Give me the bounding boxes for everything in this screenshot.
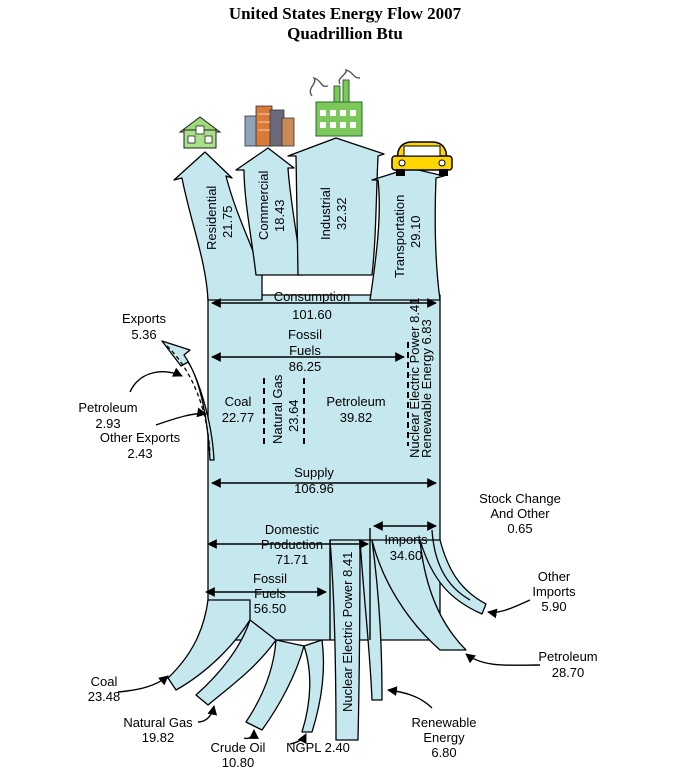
- renewable-consumption-label: Renewable Energy 6.83: [419, 319, 434, 458]
- renewable-production-line-1: Renewable: [411, 715, 476, 730]
- natural-gas-pointer: [197, 705, 218, 723]
- crude-oil-pointer: [243, 729, 259, 740]
- commercial-label: Commercial: [256, 171, 271, 240]
- factory-icon: [309, 68, 363, 137]
- other-imports-line-1: Other: [538, 569, 571, 584]
- other-imports-flow: [419, 539, 487, 615]
- other-imports-line-2: Imports: [532, 584, 576, 599]
- natural-gas-consumption-label: Natural Gas: [270, 374, 285, 444]
- fossil-consumption-label-2: Fuels: [289, 343, 321, 358]
- supply-value: 106.96: [294, 481, 334, 496]
- crude-oil-production-label: Crude Oil: [211, 740, 266, 755]
- residential-value: 21.75: [220, 205, 235, 238]
- industrial-label: Industrial: [318, 187, 333, 240]
- exports-value: 5.36: [131, 327, 156, 342]
- transportation-label: Transportation: [392, 195, 407, 278]
- industrial-arrow: [287, 137, 385, 276]
- other-exports-label: Other Exports: [100, 430, 181, 445]
- renewable-production-flow: [359, 539, 383, 701]
- petroleum-imports-value: 28.70: [552, 665, 585, 680]
- chart-subtitle: Quadrillion Btu: [287, 24, 403, 43]
- renewable-pointer: [387, 686, 433, 709]
- renewable-production-value: 6.80: [431, 745, 456, 760]
- car-icon: [391, 141, 453, 176]
- commercial-value: 18.43: [272, 199, 287, 232]
- stock-change-line-2: And Other: [490, 506, 550, 521]
- natural-gas-consumption-value: 23.64: [286, 399, 301, 432]
- coal-pointer: [117, 675, 169, 693]
- ngpl-production-label: NGPL 2.40: [286, 740, 350, 755]
- petroleum-exports-value: 2.93: [95, 416, 120, 431]
- coal-consumption-value: 22.77: [222, 410, 255, 425]
- exports-label: Exports: [122, 311, 167, 326]
- other-exports-value: 2.43: [127, 446, 152, 461]
- other-imports-pointer: [487, 599, 531, 619]
- natural-gas-production-label: Natural Gas: [123, 715, 193, 730]
- imports-value: 34.60: [390, 548, 423, 563]
- office-buildings-icon: [244, 105, 295, 147]
- renewable-production-line-2: Energy: [423, 730, 465, 745]
- coal-production-label: Coal: [91, 674, 118, 689]
- petroleum-consumption-label: Petroleum: [326, 394, 385, 409]
- domestic-production-line-2: Production: [261, 537, 323, 552]
- consumption-label: Consumption: [274, 289, 351, 304]
- crude-oil-production-value: 10.80: [222, 755, 255, 770]
- fossil-consumption-value: 86.25: [289, 359, 322, 374]
- fossil-production-value: 56.50: [254, 601, 287, 616]
- stock-change-value: 0.65: [507, 521, 532, 536]
- natural-gas-production-flow: [195, 619, 277, 706]
- stock-change-line-1: Stock Change: [479, 491, 561, 506]
- fossil-production-label-1: Fossil: [253, 571, 287, 586]
- supply-label: Supply: [294, 465, 334, 480]
- petroleum-imports-label: Petroleum: [538, 649, 597, 664]
- other-imports-value: 5.90: [541, 599, 566, 614]
- coal-production-flow: [167, 599, 251, 691]
- coal-production-value: 23.48: [88, 689, 121, 704]
- petroleum-exports-label: Petroleum: [78, 400, 137, 415]
- house-icon: [178, 116, 222, 149]
- domestic-production-line-1: Domestic: [265, 522, 320, 537]
- petroleum-exports-pointer: [129, 367, 183, 393]
- petroleum-consumption-value: 39.82: [340, 410, 373, 425]
- crude-oil-production-flow: [245, 639, 305, 731]
- nuclear-production-flow: [329, 539, 361, 741]
- chart-title: United States Energy Flow 2007: [229, 4, 462, 23]
- imports-label: Imports: [384, 532, 428, 547]
- exports-dashed-line: [166, 345, 211, 456]
- other-exports-pointer: [155, 407, 207, 426]
- petroleum-imports-pointer: [465, 653, 541, 666]
- domestic-production-value: 71.71: [276, 552, 309, 567]
- fossil-production-label-2: Fuels: [254, 586, 286, 601]
- stock-change-line: [431, 529, 471, 601]
- industrial-value: 32.32: [334, 197, 349, 230]
- nuclear-consumption-label: Nuclear Electric Power 8.41: [407, 298, 422, 458]
- coal-consumption-label: Coal: [225, 394, 252, 409]
- fossil-consumption-label-1: Fossil: [288, 327, 322, 342]
- petroleum-imports-flow: [371, 539, 467, 651]
- natural-gas-production-value: 19.82: [142, 730, 175, 745]
- consumption-value: 101.60: [292, 307, 332, 322]
- ngpl-pointer: [289, 733, 307, 745]
- transportation-arrow: [369, 167, 445, 301]
- transportation-value: 29.10: [408, 215, 423, 248]
- residential-label: Residential: [204, 186, 219, 250]
- nuclear-production-label: Nuclear Electric Power 8.41: [340, 552, 355, 712]
- ngpl-production-flow: [301, 639, 325, 733]
